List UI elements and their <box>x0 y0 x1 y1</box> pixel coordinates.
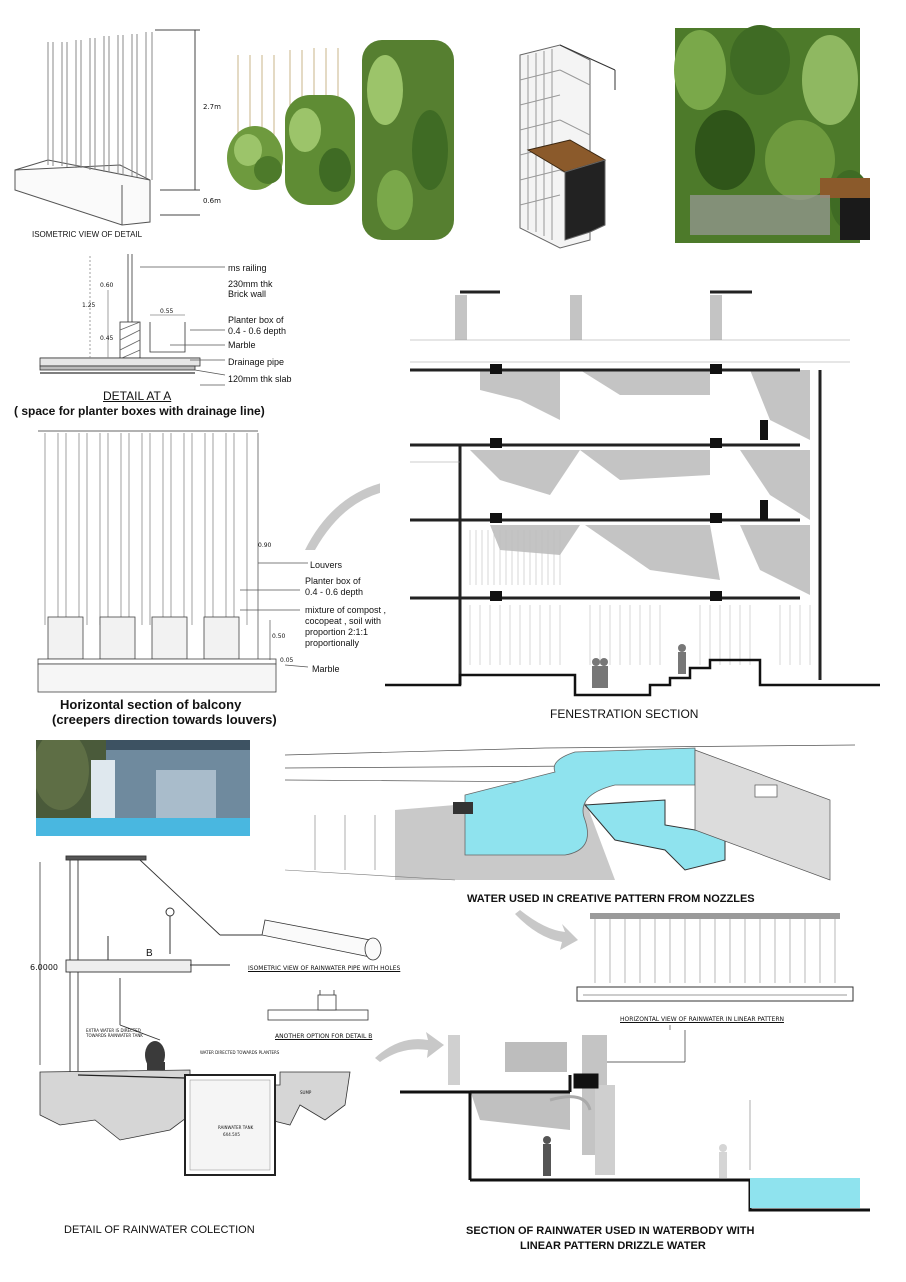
ground-and-tank <box>39 1069 351 1176</box>
fenestration-ground-line <box>385 658 880 697</box>
fenestration-louver-bands <box>469 530 811 665</box>
label-pipe-iso: ISOMETRIC VIEW OF RAINWATER PIPE WITH HO… <box>248 965 401 972</box>
dim-0.55: 0.55 <box>160 308 174 315</box>
caption-rain-detail: DETAIL OF RAINWATER COLECTION <box>64 1224 255 1236</box>
balcony-section: 0.90 0.50 0.05 Louvers Planter box of 0.… <box>0 425 386 730</box>
dim-0.60: 0.60 <box>100 282 114 289</box>
label-mix-1: mixture of compost , <box>305 605 387 615</box>
label-mix-4: proportionally <box>305 638 360 648</box>
label-linear-view: HORIZONTAL VIEW OF RAINWATER IN LINEAR P… <box>620 1016 784 1023</box>
height-dim-2.7m: 2.7m <box>203 103 221 111</box>
dim-0.45: 0.45 <box>100 335 114 342</box>
height-dim-0.6m: 0.6m <box>203 197 221 205</box>
label-louvers: Louvers <box>310 560 343 570</box>
caption-detail-a-sub: ( space for planter boxes with drainage … <box>14 404 265 418</box>
caption-rain-section-1: SECTION OF RAINWATER USED IN WATERBODY W… <box>466 1225 755 1237</box>
creeper-growth-sequence <box>227 40 454 240</box>
label-rainwater-tank: RAINWATER TANK <box>218 1125 254 1130</box>
rainwater-waterbody-section: SECTION OF RAINWATER USED IN WATERBODY W… <box>400 1030 870 1255</box>
fenestration-section: FENESTRATION SECTION <box>380 280 880 725</box>
caption-water-pattern: WATER USED IN CREATIVE PATTERN FROM NOZZ… <box>467 893 755 905</box>
label-tank-size: 6X4.5X5 <box>223 1132 240 1137</box>
caption-balcony-2: (creepers direction towards louvers) <box>52 712 277 727</box>
plant-in-detail <box>145 1041 165 1070</box>
label-option-b: ANOTHER OPTION FOR DETAIL B <box>275 1033 373 1040</box>
label-ms-railing: ms railing <box>228 263 267 273</box>
iso-planter-drawing <box>14 29 200 226</box>
caption-isometric-view: ISOMETRIC VIEW OF DETAIL <box>32 230 143 239</box>
green-wall-render <box>674 25 870 243</box>
pool-render: WATER USED IN CREATIVE PATTERN FROM NOZZ… <box>285 740 855 905</box>
detail-a: 0.60 1.25 0.45 0.55 ms railing 230mm thk… <box>0 250 320 425</box>
label-extra-water-2: TOWARDS RAINWATER TANK <box>86 1033 143 1038</box>
dim-0.05: 0.05 <box>280 657 294 664</box>
caption-fenestration: FENESTRATION SECTION <box>550 707 699 721</box>
label-brick-wall-1: 230mm thk <box>228 279 273 289</box>
isometric-detail: 2.7m 0.6m ISOMETRIC VIEW OF DETAIL <box>0 0 906 250</box>
linear-rainwater-view: HORIZONTAL VIEW OF RAINWATER IN LINEAR P… <box>575 905 860 1030</box>
label-balcony-planter-1: Planter box of <box>305 576 361 586</box>
detail-b-option <box>267 990 369 1021</box>
label-mix-2: cocopeat , soil with <box>305 616 382 626</box>
pipe-with-holes <box>261 919 382 961</box>
arrow-pool-to-linear <box>515 910 578 950</box>
dim-0.90: 0.90 <box>258 542 272 549</box>
label-balcony-marble: Marble <box>312 664 340 674</box>
caption-detail-at-a: DETAIL AT A <box>103 389 172 403</box>
arrow-to-fenestration <box>305 483 380 550</box>
label-sump: SUMP <box>300 1090 312 1095</box>
label-mix-3: proportion 2:1:1 <box>305 627 369 637</box>
rain-figure <box>107 907 175 960</box>
label-water-to-planters: WATER DIRECTED TOWARDS PLANTERS <box>200 1050 280 1055</box>
caption-balcony-1: Horizontal section of balcony <box>60 697 242 712</box>
label-planter-box-1: Planter box of <box>228 315 284 325</box>
grid-screen-bench <box>519 44 616 249</box>
dim-6.0000: 6.0000 <box>30 963 58 972</box>
waterfall-photo <box>36 740 250 836</box>
label-slab: 120mm thk slab <box>228 374 292 384</box>
caption-rain-section-2: LINEAR PATTERN DRIZZLE WATER <box>520 1240 706 1252</box>
label-balcony-planter-2: 0.4 - 0.6 depth <box>305 587 364 597</box>
dim-1.25: 1.25 <box>82 302 96 309</box>
marker-b: B <box>146 948 153 959</box>
label-extra-water-1: EXTRA WATER IS DIRECTED <box>86 1028 141 1033</box>
label-drainage-pipe: Drainage pipe <box>228 357 285 367</box>
label-planter-box-2: 0.4 - 0.6 depth <box>228 326 287 336</box>
label-marble: Marble <box>228 340 256 350</box>
section-people <box>543 1136 551 1176</box>
fenestration-people <box>592 644 686 688</box>
label-brick-wall-2: Brick wall <box>228 289 267 299</box>
rainwater-collection-detail: 6.0000 B ISOMETRIC VIEW OF RAINWATER PIP… <box>0 850 420 1236</box>
dim-0.50: 0.50 <box>272 633 286 640</box>
